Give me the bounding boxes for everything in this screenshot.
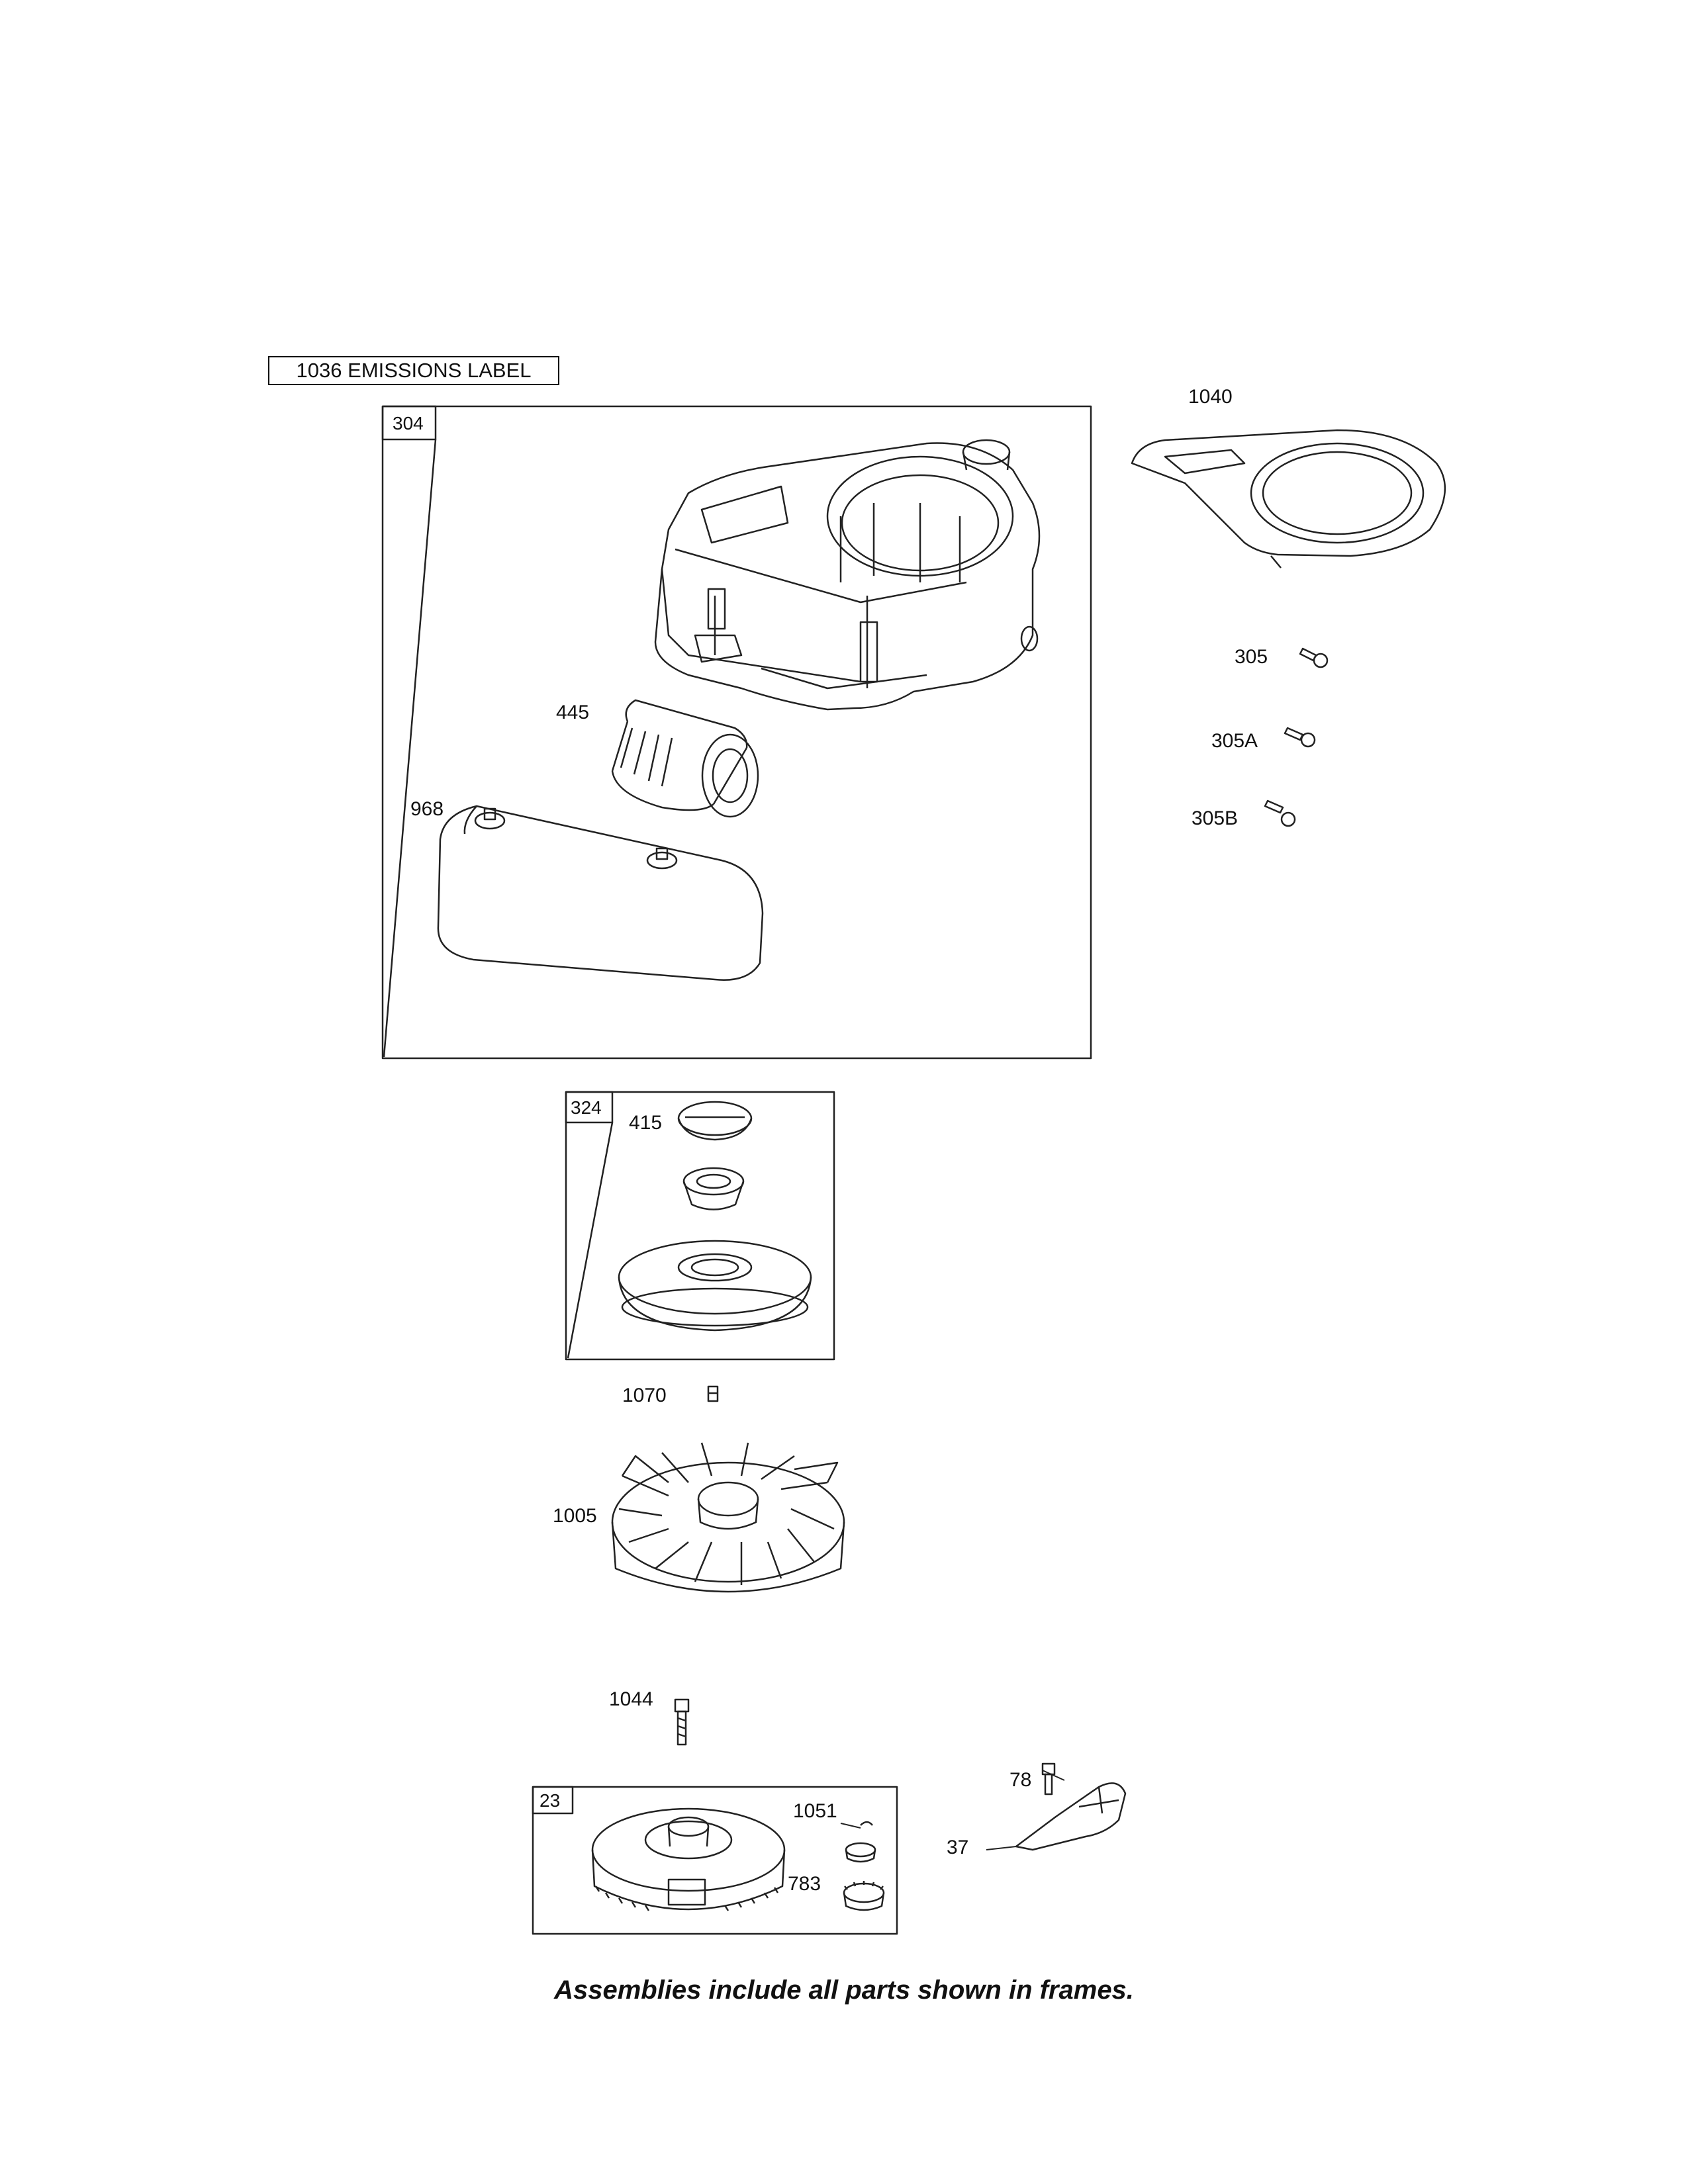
frame-label-304: 304 bbox=[393, 413, 424, 433]
screw-305b bbox=[1264, 799, 1296, 827]
air-guide-37 bbox=[1015, 1782, 1127, 1851]
callout-305: 305 bbox=[1235, 646, 1268, 668]
frame-324 bbox=[565, 1091, 835, 1361]
leader-lines bbox=[840, 1770, 1065, 1850]
gear-783 bbox=[843, 1881, 885, 1911]
frame-304 bbox=[381, 405, 1092, 1060]
air-filter-cartridge bbox=[611, 699, 759, 818]
emissions-label-box: 1036 EMISSIONS LABEL bbox=[268, 356, 559, 385]
flywheel-fan bbox=[611, 1442, 845, 1593]
screw-78 bbox=[1041, 1762, 1056, 1796]
callout-1051: 1051 bbox=[793, 1800, 837, 1822]
callout-1044: 1044 bbox=[609, 1688, 653, 1710]
callout-1005: 1005 bbox=[553, 1505, 597, 1527]
assemblies-caption: Assemblies include all parts shown in fr… bbox=[554, 1976, 1134, 2005]
callout-305b: 305B bbox=[1192, 807, 1239, 829]
starter-retainer bbox=[682, 1167, 745, 1210]
starter-cup bbox=[618, 1240, 812, 1332]
screw-1070 bbox=[707, 1385, 719, 1402]
bolt-1044 bbox=[674, 1698, 690, 1746]
starter-cap bbox=[677, 1101, 753, 1141]
air-cleaner-cover bbox=[437, 805, 764, 981]
screw-305 bbox=[1299, 647, 1329, 668]
frame-label-324: 324 bbox=[571, 1097, 602, 1118]
callout-445: 445 bbox=[556, 702, 590, 723]
callout-783: 783 bbox=[788, 1873, 821, 1895]
blower-housing bbox=[654, 439, 1041, 711]
clip-1051 bbox=[845, 1821, 876, 1863]
frame-label-23: 23 bbox=[539, 1790, 561, 1811]
callout-1040: 1040 bbox=[1188, 386, 1233, 408]
callout-78: 78 bbox=[1009, 1769, 1032, 1791]
callout-968: 968 bbox=[410, 798, 444, 820]
callout-415: 415 bbox=[629, 1112, 663, 1134]
callout-305a: 305A bbox=[1211, 730, 1258, 752]
callout-37: 37 bbox=[947, 1837, 969, 1858]
emissions-label-text: 1036 EMISSIONS LABEL bbox=[296, 359, 532, 382]
frame-23 bbox=[532, 1786, 898, 1935]
screw-305a bbox=[1284, 727, 1316, 748]
flywheel bbox=[591, 1807, 786, 1911]
baffle-ring bbox=[1131, 429, 1446, 569]
callout-1070: 1070 bbox=[622, 1385, 667, 1406]
